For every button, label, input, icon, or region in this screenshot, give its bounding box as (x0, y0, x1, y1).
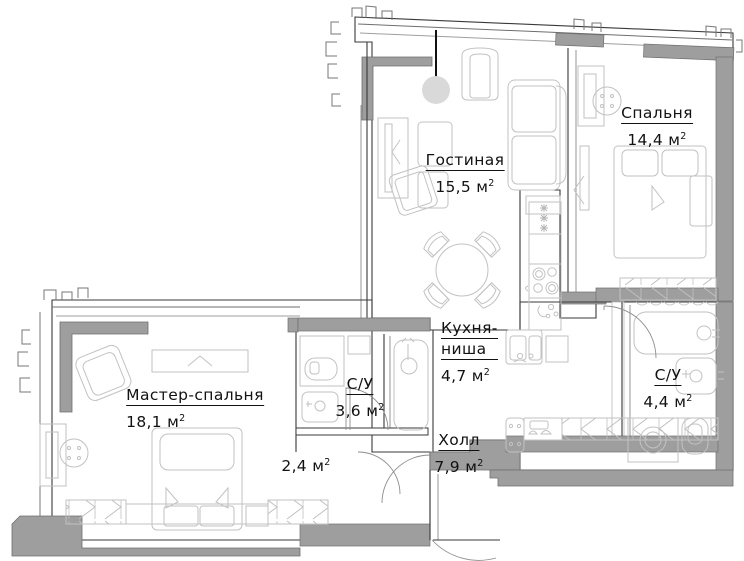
area-unit: м (366, 402, 379, 421)
furniture-bathroom-left (299, 335, 429, 431)
area-unit: м (476, 178, 489, 197)
area-sup: 2 (324, 457, 331, 468)
room-area-bathroom-right: 4,4 м2 (643, 389, 692, 412)
furniture-kitchen (505, 195, 569, 365)
furniture-hall (357, 305, 719, 561)
area-unit: м (167, 413, 180, 432)
room-area-master-bedroom: 18,1 м2 (126, 409, 264, 432)
area-value: 2,4 (281, 457, 307, 476)
room-label-master-bedroom: Мастер-спальня 18,1 м2 (126, 385, 264, 432)
room-area-bedroom: 14,4 м2 (621, 127, 693, 150)
room-name-living-room: Гостиная (425, 151, 505, 171)
furniture-living-room (377, 30, 567, 309)
furniture-bedroom (573, 65, 717, 301)
room-area-bathroom-left: 3,6 м2 (335, 398, 384, 421)
room-name-bathroom-left: С/У (346, 375, 374, 395)
area-unit: м (312, 457, 325, 476)
room-label-living-room: Гостиная 15,5 м2 (425, 150, 505, 197)
room-label-bedroom: Спальня 14,4 м2 (621, 103, 693, 150)
room-label-bathroom-right: С/У 4,4 м2 (643, 365, 692, 412)
room-area-corridor: 2,4 м2 (281, 453, 330, 476)
area-value: 15,5 (435, 178, 472, 197)
room-name-kitchen-niche: Кухня- (441, 319, 498, 339)
room-name-hall: Холл (438, 431, 480, 451)
area-sup: 2 (483, 367, 491, 378)
area-unit: м (668, 131, 681, 150)
area-sup: 2 (477, 458, 484, 469)
area-value: 4,7 (441, 367, 467, 386)
area-value: 3,6 (335, 402, 361, 421)
furniture-master-bedroom (39, 344, 329, 531)
room-area-hall: 7,9 м2 (434, 454, 483, 477)
room-label-bathroom-left: С/У 3,6 м2 (335, 374, 384, 421)
room-name-kitchen-niche-line2: ниша (441, 341, 498, 360)
room-label-hall: Холл 7,9 м2 (434, 430, 483, 477)
room-label-kitchen-niche: Кухня- ниша 4,7 м2 (441, 320, 498, 386)
area-sup: 2 (686, 393, 693, 404)
area-value: 18,1 (126, 413, 162, 432)
area-value: 7,9 (434, 458, 460, 477)
room-area-kitchen-niche: 4,7 м2 (441, 363, 498, 386)
room-name-bathroom-right: С/У (654, 366, 682, 386)
room-label-corridor: 2,4 м2 (281, 453, 330, 476)
room-name-bedroom: Спальня (621, 104, 693, 124)
area-value: 4,4 (643, 393, 669, 412)
area-unit: м (674, 393, 687, 412)
area-sup: 2 (378, 402, 385, 413)
area-sup: 2 (179, 413, 186, 424)
room-area-living-room: 15,5 м2 (426, 174, 505, 197)
area-unit: м (471, 367, 484, 386)
area-sup: 2 (680, 131, 687, 142)
area-sup: 2 (488, 178, 495, 189)
structural-walls (11, 5, 743, 557)
area-unit: м (465, 458, 478, 477)
area-value: 14,4 (627, 131, 664, 150)
room-name-master-bedroom: Мастер-спальня (126, 386, 264, 406)
